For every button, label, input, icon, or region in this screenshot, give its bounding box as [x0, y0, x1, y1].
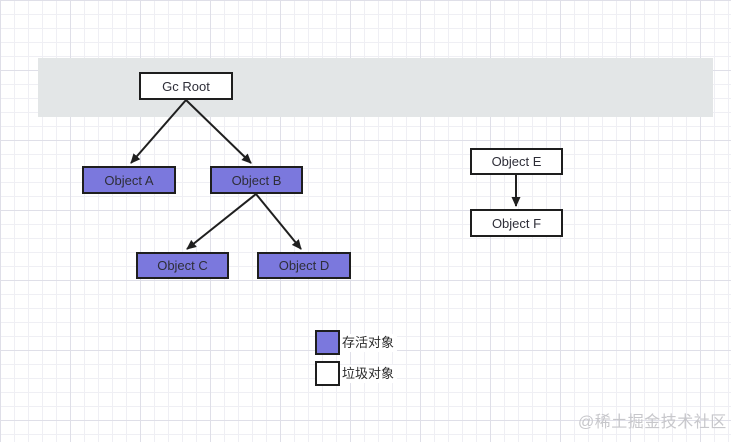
node-object-b-label: Object B [231, 172, 282, 188]
node-object-f: Object F [470, 209, 563, 237]
node-object-c: Object C [136, 252, 229, 279]
legend-label-garbage: 垃圾对象 [340, 364, 398, 383]
node-object-a: Object A [82, 166, 176, 194]
node-object-c-label: Object C [157, 258, 208, 273]
node-object-d: Object D [257, 252, 351, 279]
node-object-d-label: Object D [278, 258, 330, 273]
node-object-f-label: Object F [491, 215, 542, 231]
node-gc-root: Gc Root [139, 72, 233, 100]
node-object-e: Object E [470, 148, 563, 175]
garbage-object-swatch [315, 361, 340, 386]
legend-item-live: 存活对象 [315, 330, 398, 355]
live-object-swatch [315, 330, 340, 355]
legend-label-live: 存活对象 [340, 333, 398, 352]
juejin-watermark: @稀土掘金技术社区 [578, 414, 727, 431]
node-object-e-label: Object E [491, 154, 542, 169]
legend-item-garbage: 垃圾对象 [315, 361, 398, 386]
edge-b-to-d [255, 193, 302, 250]
edge-b-to-c [186, 193, 257, 250]
node-object-b: Object B [210, 166, 303, 194]
node-object-a-label: Object A [104, 172, 154, 188]
node-gc-root-label: Gc Root [162, 78, 210, 94]
